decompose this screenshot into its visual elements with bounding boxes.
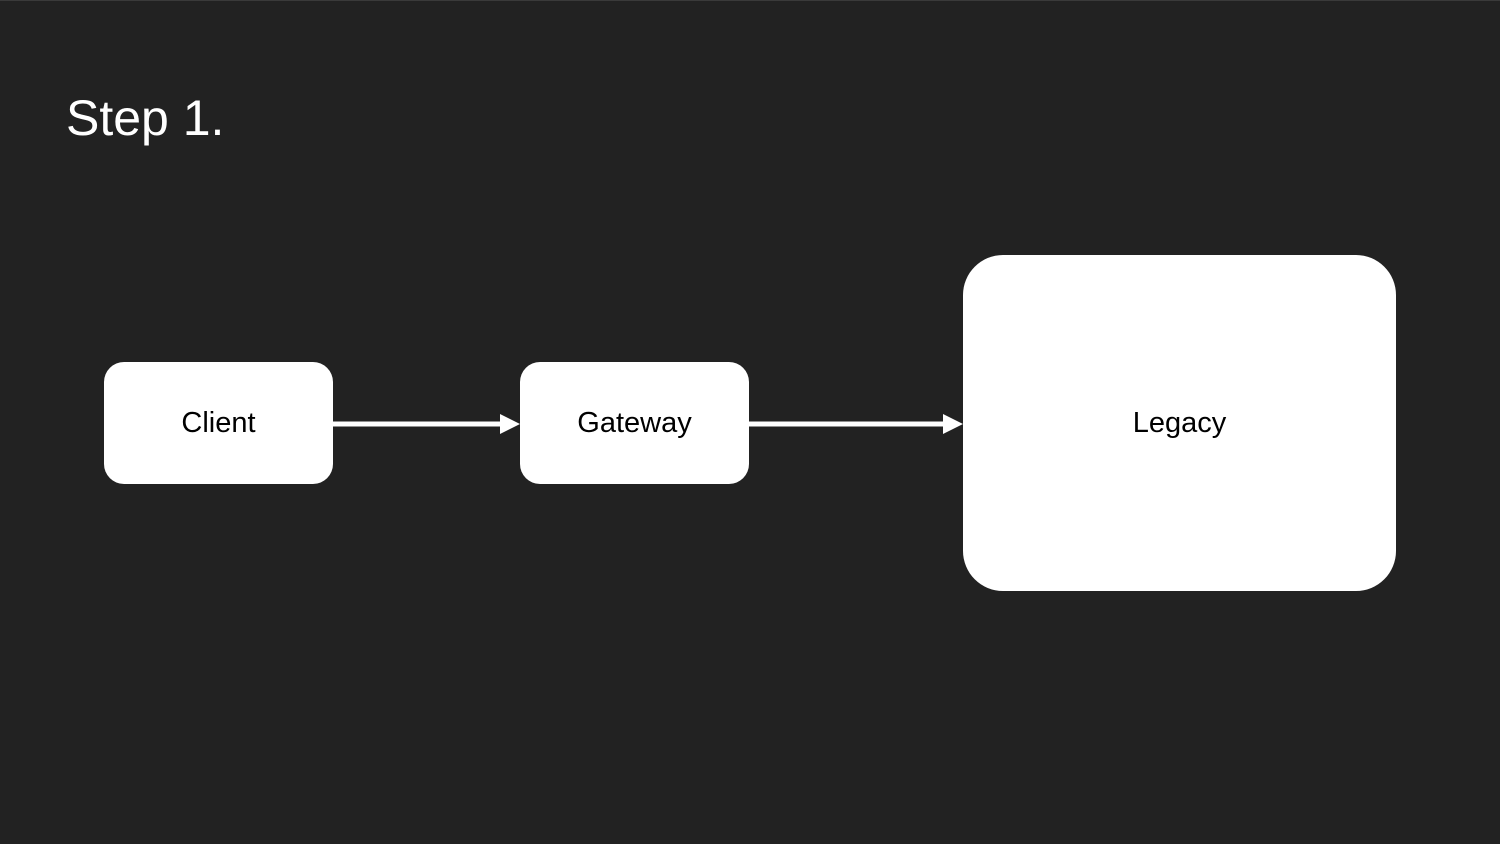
node-legacy[interactable]: Legacy xyxy=(963,255,1396,591)
node-label-legacy: Legacy xyxy=(1133,407,1227,439)
node-gateway[interactable]: Gateway xyxy=(520,362,749,484)
arrowhead-icon xyxy=(500,414,520,434)
node-label-gateway: Gateway xyxy=(577,407,692,439)
edge-client-gateway xyxy=(333,414,520,434)
edge-gateway-legacy xyxy=(749,414,963,434)
node-client[interactable]: Client xyxy=(104,362,333,484)
arrowhead-icon xyxy=(943,414,963,434)
node-label-client: Client xyxy=(181,407,255,439)
slide-title: Step 1. xyxy=(66,90,225,146)
